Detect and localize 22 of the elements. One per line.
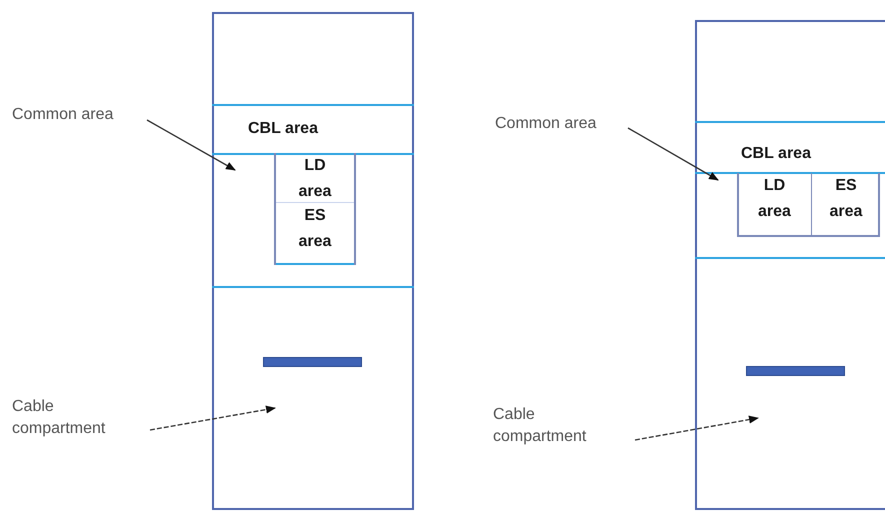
leader-arrow xyxy=(146,119,236,171)
area-label: CBL area xyxy=(248,118,318,138)
area-label: CBL area xyxy=(741,144,811,164)
area-label: LD area xyxy=(757,176,792,222)
area-label: Common area xyxy=(495,114,598,134)
area-label: ES area xyxy=(298,206,332,252)
leader-arrow xyxy=(628,127,719,181)
cabinet-outline xyxy=(212,12,414,510)
common-area-region xyxy=(212,153,414,288)
area-label: Common area xyxy=(12,105,114,125)
leader-arrow xyxy=(150,406,276,431)
area-label: Cable compartment xyxy=(493,405,588,447)
cabinet-outline xyxy=(695,20,885,510)
sub-area-box xyxy=(737,173,812,237)
sub-area-box xyxy=(274,203,356,265)
sub-area-box xyxy=(274,153,356,203)
area-label: Cable compartment xyxy=(12,397,106,439)
common-area-region xyxy=(695,172,885,259)
leader-arrow xyxy=(634,416,759,441)
area-label: LD area xyxy=(298,156,332,202)
area-label: ES area xyxy=(828,176,864,222)
sub-area-box xyxy=(812,173,880,237)
